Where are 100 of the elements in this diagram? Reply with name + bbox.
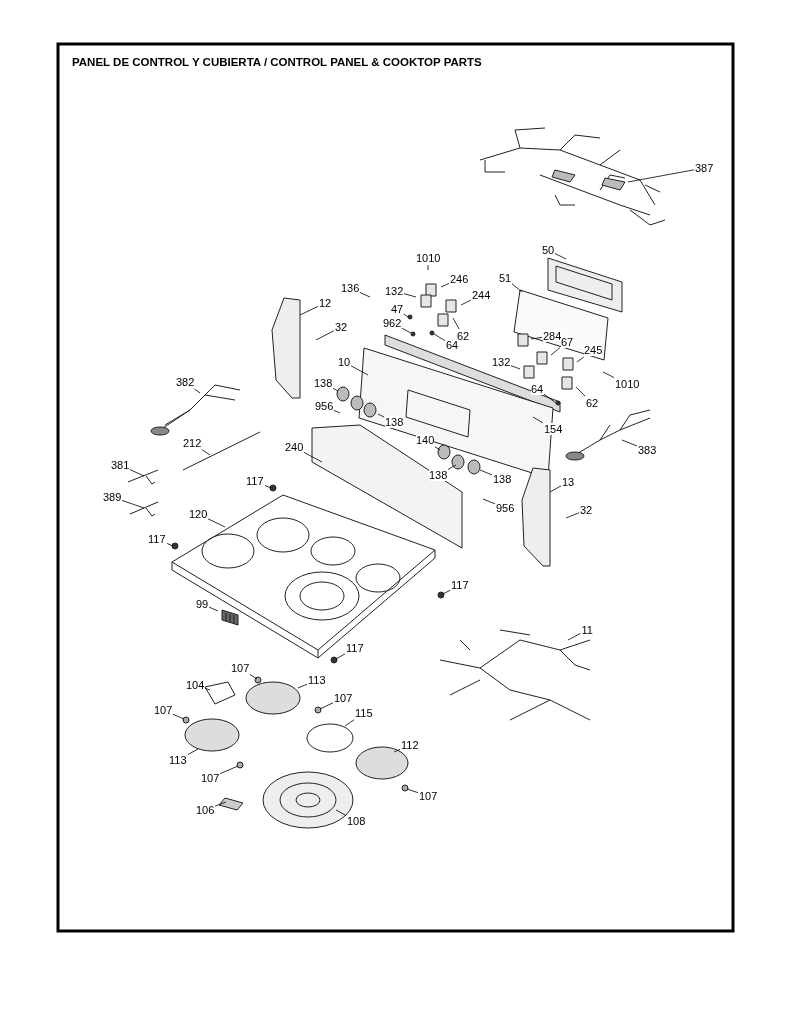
callout-number: 138 — [385, 416, 404, 428]
leader-line — [434, 446, 441, 451]
leader-line — [576, 356, 585, 363]
leader-line — [187, 748, 199, 755]
leader-line — [201, 449, 211, 456]
callout-number: 51 — [499, 272, 512, 284]
callout-number: 962 — [383, 317, 402, 329]
callout-number: 154 — [544, 423, 563, 435]
callout-number: 1010 — [416, 252, 441, 264]
callout-number: 13 — [562, 476, 575, 488]
leader-line — [567, 633, 581, 641]
callout-number: 120 — [189, 508, 208, 520]
callout-number: 138 — [314, 377, 333, 389]
callout-number: 244 — [472, 289, 491, 301]
callout-number: 112 — [401, 739, 419, 751]
leader-line — [403, 293, 417, 298]
callout-number: 107 — [334, 692, 353, 704]
callout-number: 284 — [543, 330, 562, 342]
callout-number: 64 — [531, 383, 544, 395]
leader-line — [452, 317, 460, 330]
leader-line — [602, 371, 615, 378]
leader-line — [219, 765, 239, 775]
callout-number: 107 — [419, 790, 438, 802]
callout-number: 108 — [347, 815, 366, 827]
leader-line — [332, 387, 339, 392]
callout-number: 11 — [581, 624, 593, 636]
callout-number: 32 — [335, 321, 348, 333]
leader-line — [315, 330, 335, 341]
callout-number: 107 — [154, 704, 173, 716]
callout-number: 107 — [231, 662, 250, 674]
leader-line — [479, 469, 493, 476]
callout-number: 136 — [341, 282, 360, 294]
leader-line — [264, 485, 272, 489]
leader-line — [194, 388, 201, 394]
leader-line — [460, 299, 472, 306]
callout-number: 113 — [169, 754, 187, 766]
leader-line — [344, 719, 355, 727]
callout-number: 107 — [201, 772, 220, 784]
callout-number: 245 — [584, 344, 603, 356]
leader-line — [406, 788, 419, 794]
leader-line — [319, 702, 334, 710]
callout-number: 64 — [446, 339, 459, 351]
callout-number: 140 — [416, 434, 435, 446]
leader-line — [377, 413, 385, 418]
leader-line — [427, 264, 429, 271]
callout-number: 956 — [496, 502, 515, 514]
callout-number: 117 — [246, 475, 264, 487]
callout-number: 138 — [493, 473, 512, 485]
callout-number: 10 — [338, 356, 351, 368]
leader-line — [549, 485, 562, 493]
callout-number: 117 — [451, 579, 469, 591]
callout-number: 240 — [285, 441, 304, 453]
leader-line — [297, 683, 308, 689]
callout-number: 106 — [196, 804, 215, 816]
leader-line — [208, 606, 219, 612]
leader-line — [204, 687, 211, 691]
callout-number: 117 — [346, 642, 364, 654]
callout-number: 132 — [492, 356, 511, 368]
leader-line — [350, 365, 369, 376]
callout-number: 1010 — [615, 378, 640, 390]
leader-line — [214, 801, 227, 807]
callout-number: 62 — [586, 397, 599, 409]
leader-line — [303, 452, 323, 463]
leader-line — [550, 347, 561, 356]
callout-number: 132 — [385, 285, 404, 297]
leader-line — [207, 518, 226, 528]
callout-number: 956 — [315, 400, 334, 412]
leader-line — [299, 306, 319, 316]
leader-line — [433, 333, 446, 342]
callout-number: 67 — [561, 336, 574, 348]
leader-line — [543, 393, 557, 404]
callout-number: 389 — [103, 491, 122, 503]
leader-line — [249, 674, 258, 680]
leader-line — [359, 292, 371, 298]
callout-number: 383 — [638, 444, 657, 456]
leader-line — [393, 749, 401, 753]
callout-number: 381 — [111, 459, 130, 471]
callout-number: 117 — [148, 533, 166, 545]
callout-number: 246 — [450, 273, 469, 285]
callout-number: 62 — [457, 330, 470, 342]
diagram-title: PANEL DE CONTROL Y CUBIERTA / CONTROL PANEL & COOKTOP PARTS — [72, 56, 482, 68]
callout-number: 387 — [695, 162, 714, 174]
leader-line — [172, 713, 185, 720]
callout-number: 12 — [319, 297, 332, 309]
leader-line — [129, 469, 145, 477]
callout-number: 382 — [176, 376, 195, 388]
callout-number: 50 — [542, 244, 555, 256]
leader-line — [621, 439, 638, 447]
leader-line — [440, 283, 450, 288]
callout-number: 99 — [196, 598, 209, 610]
callout-number: 32 — [580, 504, 593, 516]
leader-line — [627, 169, 695, 183]
leader-line — [333, 410, 341, 414]
leader-line — [166, 543, 174, 547]
leader-line — [121, 500, 145, 509]
leader-line — [532, 416, 544, 424]
leader-line — [401, 327, 412, 334]
leader-line — [575, 386, 586, 397]
leader-line — [530, 337, 543, 340]
leader-line — [335, 809, 347, 816]
